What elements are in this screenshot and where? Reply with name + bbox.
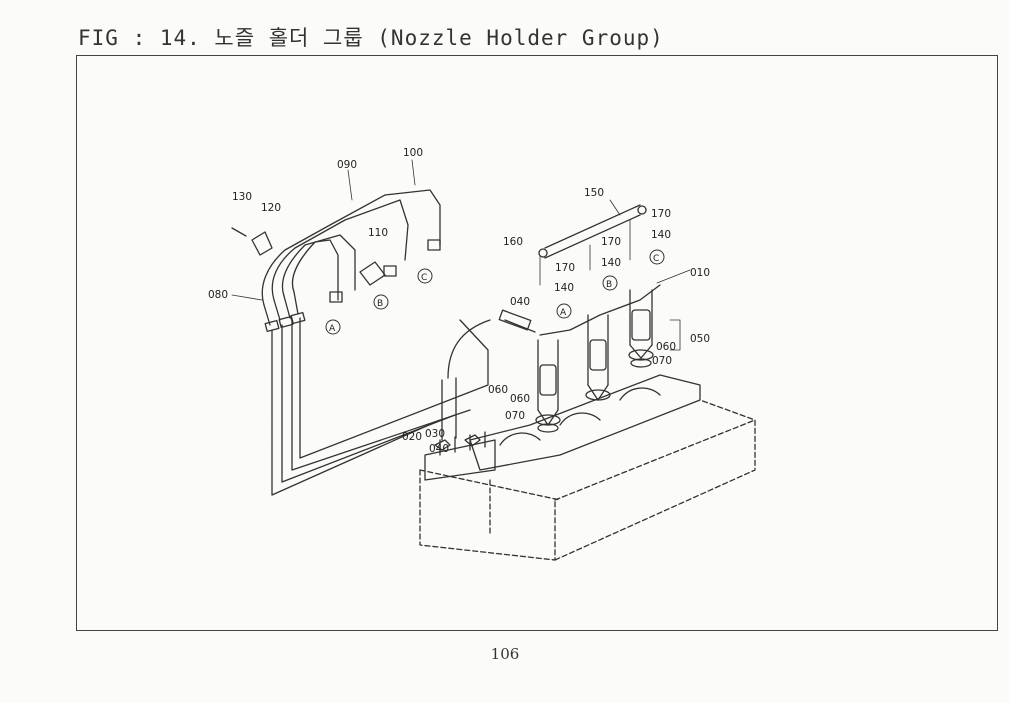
part-label-170-c: 170 bbox=[555, 262, 575, 274]
part-label-030: 030 bbox=[425, 428, 445, 440]
figure-frame bbox=[76, 55, 998, 631]
part-label-110: 110 bbox=[368, 227, 388, 239]
part-label-150: 150 bbox=[584, 187, 604, 199]
marker-circle-a-2 bbox=[556, 303, 572, 319]
injection-pipes bbox=[261, 189, 489, 496]
marker-a-2: A bbox=[560, 308, 567, 318]
marker-b-2: B bbox=[606, 280, 612, 290]
injection-pump bbox=[424, 431, 496, 481]
part-label-020: 020 bbox=[402, 431, 422, 443]
part-label-060-b: 060 bbox=[488, 384, 508, 396]
marker-b-1: B bbox=[377, 299, 383, 309]
marker-circle-b-1 bbox=[373, 294, 389, 310]
part-label-050: 050 bbox=[690, 333, 710, 345]
leader-lines bbox=[231, 159, 691, 351]
part-label-170-b: 170 bbox=[601, 236, 621, 248]
part-label-140-c: 140 bbox=[554, 282, 574, 294]
fuel-feed-pipe bbox=[441, 284, 661, 441]
cylinder-head bbox=[469, 374, 701, 471]
part-label-040-b: 040 bbox=[429, 443, 449, 455]
connection-markers bbox=[325, 249, 665, 335]
pipe-end-nuts bbox=[264, 239, 441, 333]
page-number: 106 bbox=[490, 645, 520, 663]
marker-circle-c-1 bbox=[417, 268, 433, 284]
nozzle-holder-1 bbox=[535, 339, 561, 433]
part-label-170-a: 170 bbox=[651, 208, 671, 220]
nozzle-holder-3 bbox=[628, 289, 654, 368]
part-label-140-b: 140 bbox=[601, 257, 621, 269]
part-label-080: 080 bbox=[208, 289, 228, 301]
part-label-120: 120 bbox=[261, 202, 281, 214]
part-label-100: 100 bbox=[403, 147, 423, 159]
marker-a-1: A bbox=[329, 324, 336, 334]
pipe-clamp bbox=[231, 227, 386, 286]
marker-circle-b-2 bbox=[602, 275, 618, 291]
part-label-070-b: 070 bbox=[505, 410, 525, 422]
marker-circle-a-1 bbox=[325, 319, 341, 335]
marker-circle-c-2 bbox=[649, 249, 665, 265]
part-label-010: 010 bbox=[690, 267, 710, 279]
marker-c-2: C bbox=[653, 254, 659, 264]
marker-c-1: C bbox=[421, 273, 427, 283]
part-label-090: 090 bbox=[337, 159, 357, 171]
part-label-140-a: 140 bbox=[651, 229, 671, 241]
nozzle-holder-2 bbox=[585, 314, 611, 401]
part-label-160: 160 bbox=[503, 236, 523, 248]
part-label-130: 130 bbox=[232, 191, 252, 203]
figure-title: FIG : 14. 노즐 홀더 그룹 (Nozzle Holder Group) bbox=[78, 26, 664, 50]
part-label-060-c: 060 bbox=[510, 393, 530, 405]
connection-marker-letters: A B C A B C bbox=[329, 254, 659, 334]
part-labels: 100 090 130 120 110 080 150 170 140 160 … bbox=[208, 147, 710, 455]
leak-off-pipe bbox=[538, 204, 647, 259]
part-label-060-a: 060 bbox=[656, 341, 676, 353]
engine-block bbox=[419, 399, 756, 561]
part-label-040-a: 040 bbox=[510, 296, 530, 308]
part-label-070-a: 070 bbox=[652, 355, 672, 367]
